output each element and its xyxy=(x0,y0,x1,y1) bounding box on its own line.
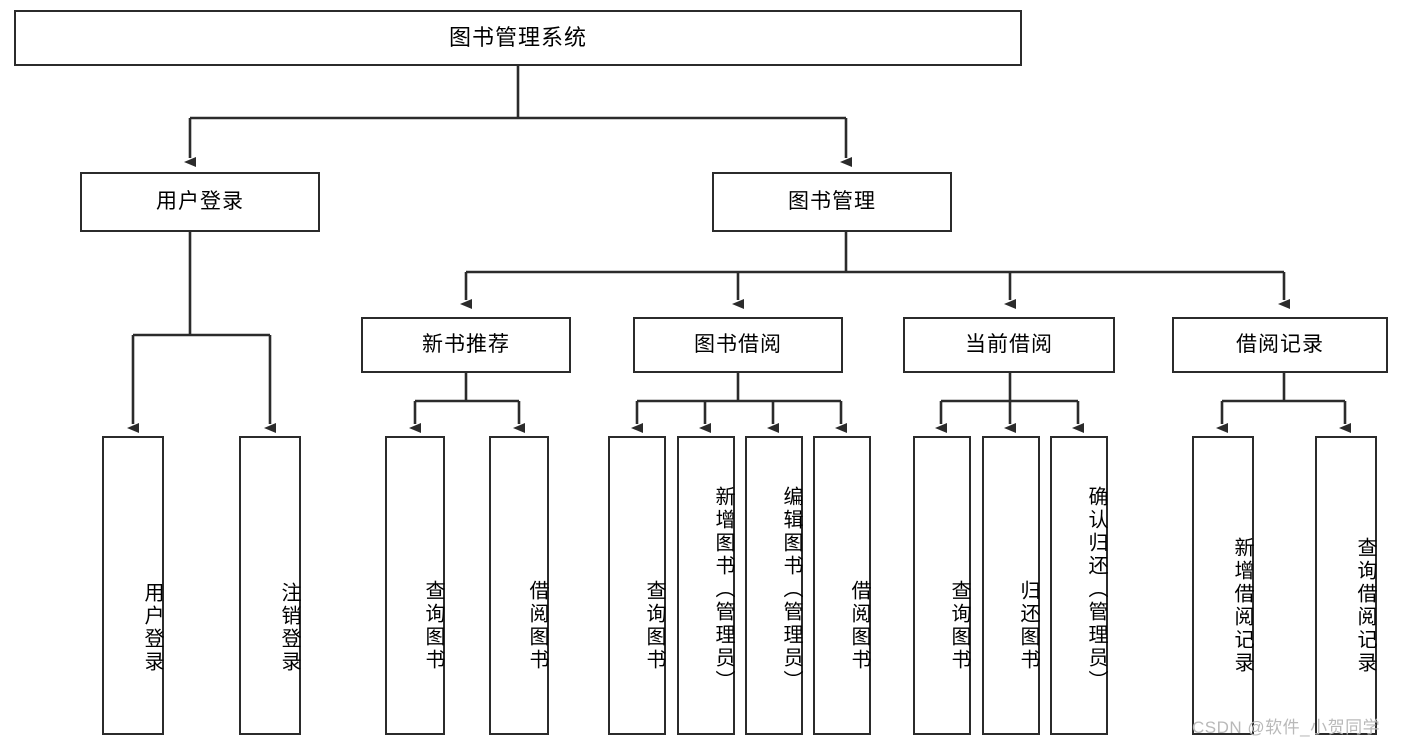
node-new-book-recommend[interactable]: 新书推荐 xyxy=(361,317,571,373)
leaf-borrow-book-recommend[interactable]: 借阅图书 xyxy=(489,436,549,735)
node-book-manage-label: 图书管理 xyxy=(788,190,876,214)
leaf-user-login[interactable]: 用户登录 xyxy=(102,436,164,735)
node-user-login[interactable]: 用户登录 xyxy=(80,172,320,232)
leaf-query-book-recommend[interactable]: 查询图书 xyxy=(385,436,445,735)
node-current-borrow-label: 当前借阅 xyxy=(965,333,1053,357)
node-book-manage[interactable]: 图书管理 xyxy=(712,172,952,232)
leaf-user-login-label: 用户登录 xyxy=(141,581,163,674)
leaf-add-borrow-record[interactable]: 新增借阅记录 xyxy=(1192,436,1254,735)
leaf-return-book[interactable]: 归还图书 xyxy=(982,436,1040,735)
leaf-confirm-return-label: 确认归还（管理员） xyxy=(1085,486,1107,693)
leaf-query-book-borrow-label: 查询图书 xyxy=(643,579,665,672)
leaf-query-borrow-record-label: 查询借阅记录 xyxy=(1354,536,1376,675)
node-root[interactable]: 图书管理系统 xyxy=(14,10,1022,66)
watermark-text: CSDN @软件_小贺同学 xyxy=(1192,718,1381,737)
leaf-query-borrow-record[interactable]: 查询借阅记录 xyxy=(1315,436,1377,735)
node-user-login-label: 用户登录 xyxy=(156,190,244,214)
leaf-query-book-recommend-label: 查询图书 xyxy=(422,579,444,672)
leaf-borrow-book-recommend-label: 借阅图书 xyxy=(526,579,548,672)
leaf-edit-book-label: 编辑图书（管理员） xyxy=(780,486,802,693)
leaf-logout[interactable]: 注销登录 xyxy=(239,436,301,735)
leaf-borrow-book-borrow-label: 借阅图书 xyxy=(848,579,870,672)
leaf-edit-book[interactable]: 编辑图书（管理员） xyxy=(745,436,803,735)
node-book-borrow-label: 图书借阅 xyxy=(694,333,782,357)
leaf-borrow-book-borrow[interactable]: 借阅图书 xyxy=(813,436,871,735)
node-new-book-recommend-label: 新书推荐 xyxy=(422,333,510,357)
leaf-add-book[interactable]: 新增图书（管理员） xyxy=(677,436,735,735)
node-current-borrow[interactable]: 当前借阅 xyxy=(903,317,1115,373)
node-book-borrow[interactable]: 图书借阅 xyxy=(633,317,843,373)
leaf-add-book-label: 新增图书（管理员） xyxy=(712,486,734,693)
leaf-return-book-label: 归还图书 xyxy=(1017,579,1039,672)
node-root-label: 图书管理系统 xyxy=(448,24,587,50)
node-borrow-record[interactable]: 借阅记录 xyxy=(1172,317,1388,373)
leaf-query-book-current[interactable]: 查询图书 xyxy=(913,436,971,735)
node-borrow-record-label: 借阅记录 xyxy=(1236,333,1324,357)
leaf-logout-label: 注销登录 xyxy=(278,581,300,674)
leaf-query-book-borrow[interactable]: 查询图书 xyxy=(608,436,666,735)
leaf-confirm-return[interactable]: 确认归还（管理员） xyxy=(1050,436,1108,735)
leaf-query-book-current-label: 查询图书 xyxy=(948,579,970,672)
leaf-add-borrow-record-label: 新增借阅记录 xyxy=(1231,536,1253,675)
